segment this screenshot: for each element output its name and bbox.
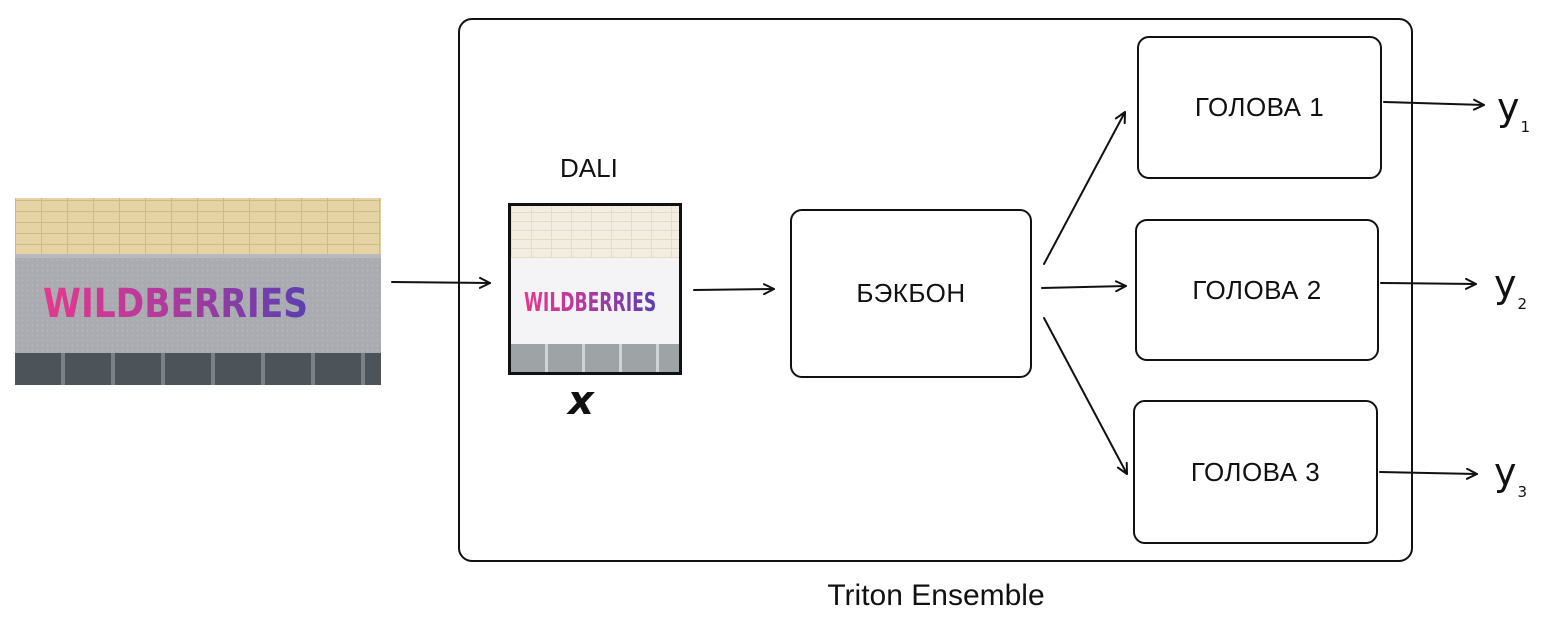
arrow-backbone-to-head-1 bbox=[1043, 111, 1126, 265]
output-y1: y1 bbox=[1497, 88, 1530, 135]
backbone-label: БЭКБОН bbox=[856, 278, 966, 308]
sign-panel bbox=[15, 258, 381, 353]
arrow-head-1-to-y1 bbox=[1383, 98, 1485, 111]
arrow-dali-to-backbone bbox=[693, 283, 775, 296]
ensemble-caption: Triton Ensemble bbox=[827, 579, 1045, 612]
output-y3-symbol: y bbox=[1494, 450, 1517, 494]
head-1-node: ГОЛОВА 1 bbox=[1137, 36, 1382, 179]
head-2-label: ГОЛОВА 2 bbox=[1192, 274, 1322, 305]
brick-wall bbox=[15, 198, 381, 256]
arrow-backbone-to-head-3 bbox=[1043, 317, 1128, 475]
photo-logo-text: WILDBERRIES bbox=[43, 281, 308, 327]
head-3-label: ГОЛОВА 3 bbox=[1190, 456, 1321, 487]
triton-ensemble-frame bbox=[458, 18, 1413, 562]
head-2-node: ГОЛОВА 2 bbox=[1135, 219, 1379, 361]
arrow-photo-to-dali bbox=[391, 276, 491, 289]
dali-preprocessed-image: WILDBERRIES bbox=[508, 203, 682, 375]
input-photo: WILDBERRIES bbox=[15, 198, 381, 385]
backbone-node: БЭКБОН bbox=[790, 209, 1032, 378]
output-y3: y3 bbox=[1494, 453, 1527, 500]
ledge bbox=[15, 254, 381, 258]
output-y2-subscript: 2 bbox=[1517, 295, 1528, 313]
head-1-label: ГОЛОВА 1 bbox=[1194, 92, 1325, 122]
output-y3-subscript: 3 bbox=[1517, 483, 1528, 501]
arrow-backbone-to-head-2 bbox=[1041, 280, 1127, 293]
thumb-storefront bbox=[511, 344, 679, 372]
output-y1-subscript: 1 bbox=[1520, 118, 1531, 136]
output-y1-symbol: y bbox=[1497, 85, 1520, 129]
head-3-node: ГОЛОВА 3 bbox=[1133, 400, 1378, 544]
arrow-head-3-to-y3 bbox=[1379, 467, 1478, 480]
output-y2: y2 bbox=[1494, 265, 1527, 312]
storefront-windows bbox=[15, 353, 381, 385]
input-variable-x: x bbox=[568, 378, 594, 424]
dali-label: DALI bbox=[560, 153, 618, 183]
output-y2-symbol: y bbox=[1494, 262, 1517, 306]
thumb-brick-wall bbox=[511, 206, 679, 258]
arrow-head-2-to-y2 bbox=[1380, 277, 1477, 290]
thumb-sign-panel bbox=[511, 258, 679, 344]
thumb-logo-text: WILDBERRIES bbox=[524, 288, 657, 318]
